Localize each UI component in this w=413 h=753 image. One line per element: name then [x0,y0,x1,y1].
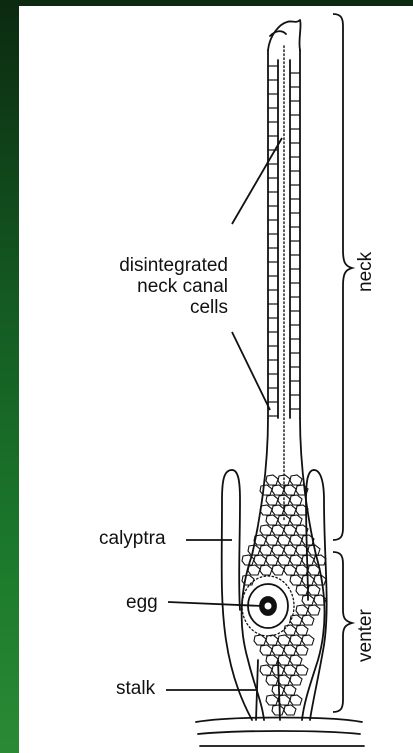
venter-bracket [333,552,352,712]
venter-cell [284,705,296,715]
venter-cell [284,625,296,635]
venter-cell [260,485,272,495]
egg-label: egg [126,592,158,613]
venter-cell [290,515,302,525]
neck-canal-label: disintegrated neck canal cells [90,255,228,318]
venter-cell [296,625,308,635]
venter-cell [260,565,272,575]
venter-cell [272,525,284,535]
venter-cell [284,665,296,675]
venter-cell [314,575,326,585]
neck-canal-leader-lower [232,332,270,410]
venter-cell [290,535,302,545]
venter-cell [266,655,278,665]
venter-cell [284,545,296,555]
venter-cell [296,585,308,595]
venter-cell [254,555,266,565]
venter-cell [266,675,278,685]
venter-cell [284,645,296,655]
venter-cell [266,695,278,705]
venter-cell [290,655,302,665]
neck-canal-label-line1: disintegrated [90,255,228,276]
venter-cell [290,615,302,625]
venter-cell [266,495,278,505]
venter-cell [284,685,296,695]
venter-cell [290,575,302,585]
calyptra-label: calyptra [99,528,166,549]
venter-cell [278,555,290,565]
neck-canal-label-line3: cells [90,297,228,318]
venter-cell [272,705,284,715]
venter-cell [296,565,308,575]
venter-cell [266,515,278,525]
neck-canal-leader-upper [232,138,282,224]
venter-cell [260,525,272,535]
venter-cell [248,565,260,575]
venter-cell [302,635,314,645]
venter-cell [272,545,284,555]
venter-cell [308,585,320,595]
venter-cell [290,495,302,505]
venter-cell [278,675,290,685]
neck-bracket [333,14,352,540]
neck-canal-label-line2: neck canal [90,276,228,297]
venter-cell [290,675,302,685]
venter-cell [278,535,290,545]
venter-cell [266,535,278,545]
venter-cell [308,605,320,615]
venter-cell [266,555,278,565]
venter-cell [272,485,284,495]
venter-cell [284,565,296,575]
venter-cell [290,475,302,485]
venter-cell [290,555,302,565]
venter-cell [284,485,296,495]
calyptra-left [222,470,252,720]
venter-cell [272,565,284,575]
venter-cell [266,475,278,485]
venter-cell [254,635,266,645]
venter-cell [260,645,272,655]
venter-cell [302,615,314,625]
venter-cell [290,635,302,645]
venter-cell [260,545,272,555]
venter-label: venter [355,609,377,662]
venter-cell [284,525,296,535]
venter-cell [272,645,284,655]
base-tissue [196,718,364,747]
venter-cell [242,575,254,585]
venter-cell [272,505,284,515]
neck-label: neck [355,252,377,292]
venter-cell [290,695,302,705]
venter-cell [278,655,290,665]
stalk-label: stalk [116,678,155,699]
stalk [256,660,280,720]
venter-cell [260,665,272,675]
venter-cell [278,635,290,645]
venter-cell [284,505,296,515]
venter-cell [296,645,308,655]
venter-cell [296,665,308,675]
venter-cell [296,605,308,615]
